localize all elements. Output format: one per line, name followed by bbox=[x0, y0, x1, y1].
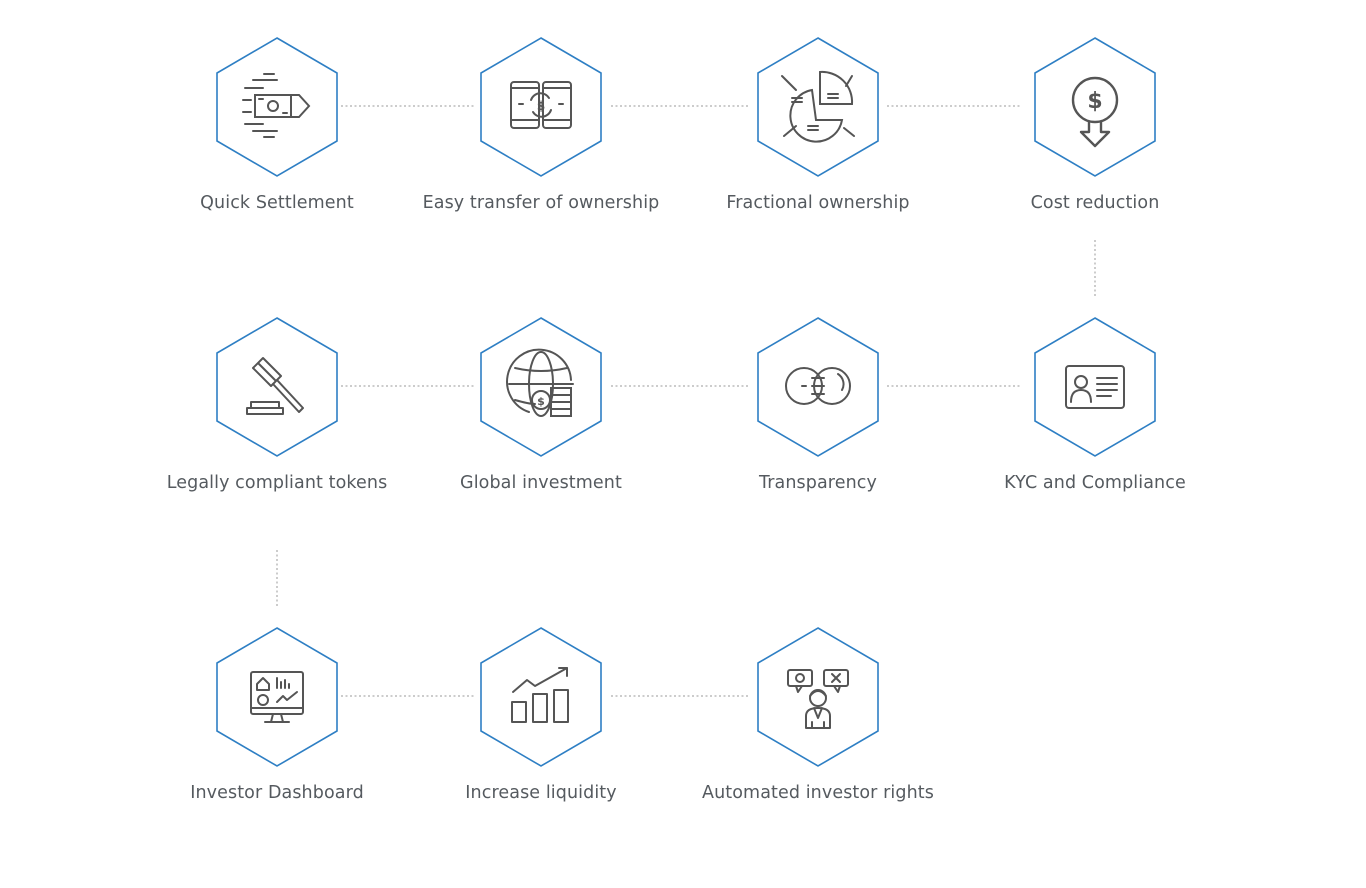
hexagon-frame bbox=[757, 37, 879, 177]
pie-chart-icon bbox=[781, 70, 855, 143]
label-transparency: Transparency bbox=[759, 473, 877, 493]
label-cost-reduction: Cost reduction bbox=[1030, 193, 1160, 213]
node-easy-transfer: $ bbox=[479, 36, 603, 178]
node-kyc-compliance bbox=[1033, 316, 1157, 458]
hexagon-frame bbox=[216, 627, 338, 767]
node-quick-settlement bbox=[215, 36, 339, 178]
hexagon-frame bbox=[1034, 317, 1156, 457]
node-investor-dashboard bbox=[215, 626, 339, 768]
fast-money-icon bbox=[242, 73, 311, 138]
node-global-investment: $ bbox=[479, 316, 603, 458]
dollar-down-icon: $ bbox=[1071, 76, 1119, 148]
hexagon-frame bbox=[1034, 37, 1156, 177]
overlap-circles-icon bbox=[785, 367, 851, 405]
node-cost-reduction: $ bbox=[1033, 36, 1157, 178]
phone-transfer-icon: $ bbox=[510, 81, 572, 129]
label-investor-dashboard: Investor Dashboard bbox=[190, 783, 364, 803]
person-decision-icon bbox=[787, 669, 849, 729]
globe-dollar-icon: $ bbox=[506, 348, 574, 417]
node-increase-liquidity bbox=[479, 626, 603, 768]
growth-chart-icon bbox=[511, 667, 569, 723]
hexagon-frame bbox=[757, 627, 879, 767]
hexagon-frame bbox=[480, 37, 602, 177]
node-transparency bbox=[756, 316, 880, 458]
label-automated-rights: Automated investor rights bbox=[702, 783, 934, 803]
id-card-icon bbox=[1065, 365, 1125, 409]
label-global-investment: Global investment bbox=[460, 473, 622, 493]
node-legally-compliant bbox=[215, 316, 339, 458]
svg-text:$: $ bbox=[537, 99, 545, 113]
label-increase-liquidity: Increase liquidity bbox=[465, 783, 617, 803]
node-automated-rights bbox=[756, 626, 880, 768]
gavel-icon bbox=[246, 357, 304, 415]
dashboard-monitor-icon bbox=[250, 671, 304, 723]
svg-text:$: $ bbox=[1087, 89, 1102, 114]
svg-text:$: $ bbox=[537, 395, 545, 408]
node-fractional-ownership bbox=[756, 36, 880, 178]
hexagon-frame bbox=[480, 317, 602, 457]
hexagon-frame bbox=[480, 627, 602, 767]
label-legally-compliant: Legally compliant tokens bbox=[166, 473, 388, 493]
label-quick-settlement: Quick Settlement bbox=[200, 193, 354, 213]
label-easy-transfer: Easy transfer of ownership bbox=[422, 193, 660, 213]
label-fractional-ownership: Fractional ownership bbox=[726, 193, 910, 213]
label-kyc-compliance: KYC and Compliance bbox=[1004, 473, 1186, 493]
